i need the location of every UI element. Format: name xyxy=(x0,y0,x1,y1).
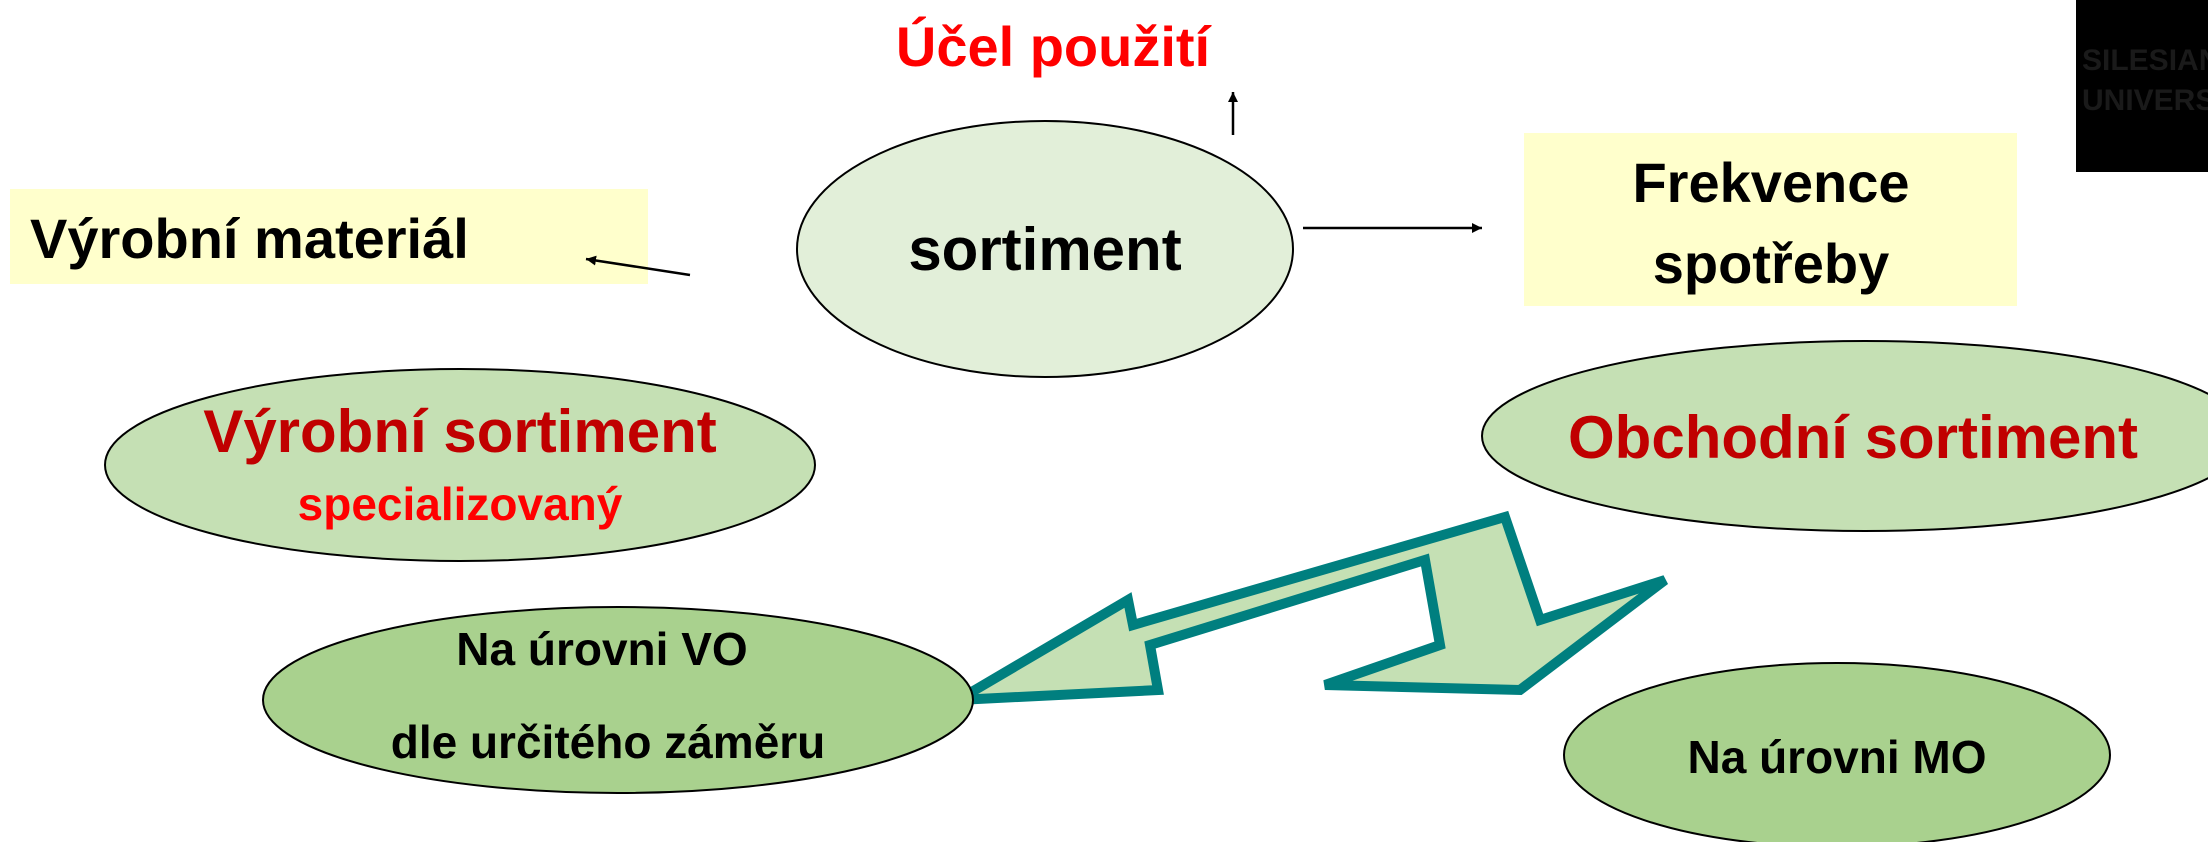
trade-assortment-title: Obchodní sortiment xyxy=(1568,404,2138,471)
wholesale-line-1: Na úrovni VO xyxy=(456,623,747,675)
center-ellipse xyxy=(796,120,1294,378)
logo-line-1: SILESIAN xyxy=(2082,44,2208,77)
frequency-line-2: spotřeby xyxy=(1653,232,1890,295)
material-note xyxy=(10,189,648,284)
retail-ellipse xyxy=(1563,662,2111,842)
frequency-line-1: Frekvence xyxy=(1632,151,1909,214)
split-block-arrow xyxy=(955,510,1669,705)
purpose-label: Účel použití xyxy=(896,15,1213,78)
trade-assortment-ellipse xyxy=(1481,340,2208,532)
center-label: sortiment xyxy=(908,216,1181,283)
wholesale-ellipse xyxy=(262,606,974,794)
material-arrow xyxy=(585,255,691,277)
university-logo: SILESIAN UNIVERSITY xyxy=(2076,0,2208,172)
material-label: Výrobní materiál xyxy=(30,207,469,270)
retail-label: Na úrovni MO xyxy=(1687,731,1986,783)
production-assortment-subtitle: specializovaný xyxy=(298,478,623,530)
production-assortment-title: Výrobní sortiment xyxy=(203,398,716,465)
production-assortment-ellipse xyxy=(104,368,816,562)
wholesale-line-2: dle určitého záměru xyxy=(391,716,826,768)
logo-line-2: UNIVERSITY xyxy=(2082,84,2208,117)
frequency-note xyxy=(1524,133,2017,306)
